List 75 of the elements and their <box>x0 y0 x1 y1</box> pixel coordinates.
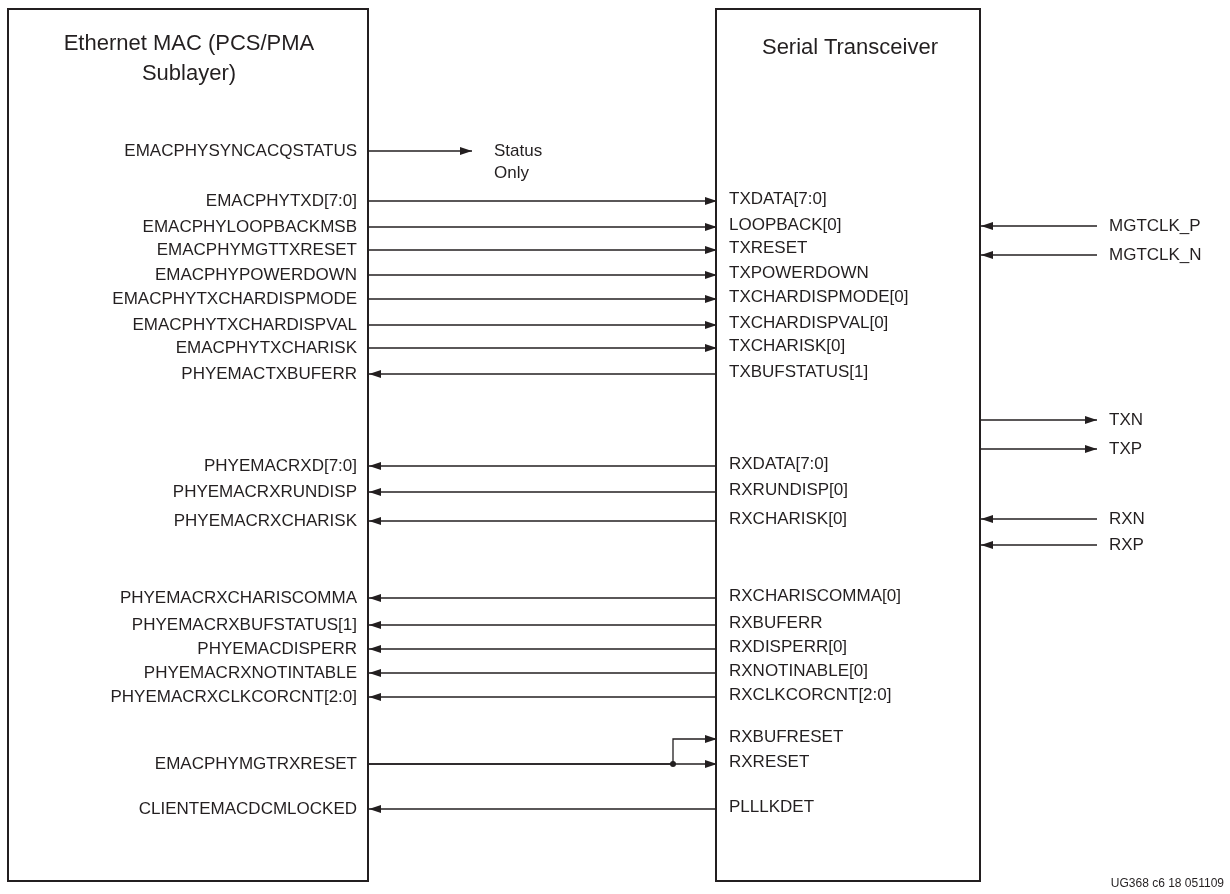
pin-name: TXP <box>1105 437 1220 461</box>
block-title: Serial Transceiver <box>760 33 940 61</box>
signal-name: PHYEMACRXRUNDISP <box>27 481 369 503</box>
signal-name: EMACPHYTXCHARDISPVAL <box>27 314 369 336</box>
signal-name: PHYEMACRXCHARISK <box>27 510 369 532</box>
signal-arrow <box>368 223 718 231</box>
signal-arrow <box>980 445 1098 453</box>
signal-arrow <box>368 344 718 352</box>
module-block <box>715 8 981 882</box>
signal-name: PHYEMACDISPERR <box>27 638 369 660</box>
signal-name: RXRESET <box>717 751 967 773</box>
signal-name: LOOPBACK[0] <box>717 214 967 236</box>
signal-arrow <box>980 251 1098 259</box>
signal-name: EMACPHYMGTTXRESET <box>27 239 369 261</box>
signal-arrow <box>368 621 718 629</box>
signal-arrow <box>368 805 718 813</box>
signal-name: EMACPHYLOOPBACKMSB <box>27 216 369 238</box>
signal-arrow <box>368 594 718 602</box>
signal-name: RXCLKCORCNT[2:0] <box>717 684 967 706</box>
signal-name: EMACPHYTXCHARISK <box>27 337 369 359</box>
signal-name: PHYEMACRXBUFSTATUS[1] <box>27 614 369 636</box>
pin-name: RXN <box>1105 507 1220 531</box>
signal-arrow <box>980 416 1098 424</box>
block-title: Ethernet MAC (PCS/PMA Sublayer) <box>62 29 316 87</box>
signal-name: TXCHARDISPVAL[0] <box>717 312 967 334</box>
signal-arrow <box>368 246 718 254</box>
pin-name: RXP <box>1105 533 1220 557</box>
signal-arrow <box>368 147 473 155</box>
signal-name: EMACPHYTXCHARDISPMODE <box>27 288 369 310</box>
signal-name: TXDATA[7:0] <box>717 188 967 210</box>
signal-arrow <box>980 515 1098 523</box>
signal-name: RXCHARISK[0] <box>717 508 967 530</box>
signal-name: TXCHARDISPMODE[0] <box>717 286 967 308</box>
signal-name: TXBUFSTATUS[1] <box>717 361 967 383</box>
signal-name: EMACPHYTXD[7:0] <box>27 190 369 212</box>
signal-arrow <box>368 488 718 496</box>
signal-arrow <box>368 462 718 470</box>
pin-name: MGTCLK_N <box>1105 243 1220 267</box>
signal-arrow <box>980 541 1098 549</box>
signal-name: EMACPHYSYNCACQSTATUS <box>27 140 369 162</box>
signal-name: PHYEMACRXCLKCORCNT[2:0] <box>27 686 369 708</box>
signal-arrow <box>368 197 718 205</box>
signal-name: EMACPHYMGTRXRESET <box>27 753 369 775</box>
signal-arrow <box>368 645 718 653</box>
pin-name: TXN <box>1105 408 1220 432</box>
signal-name: PHYEMACRXD[7:0] <box>27 455 369 477</box>
signal-name: TXRESET <box>717 237 967 259</box>
signal-name: RXRUNDISP[0] <box>717 479 967 501</box>
signal-name: RXDISPERR[0] <box>717 636 967 658</box>
signal-arrow <box>368 669 718 677</box>
signal-arrow <box>368 760 718 768</box>
signal-name: RXBUFERR <box>717 612 967 634</box>
note-text: Status Only <box>490 140 570 184</box>
signal-name: PHYEMACRXCHARISCOMMA <box>27 587 369 609</box>
signal-name: TXPOWERDOWN <box>717 262 967 284</box>
figure-id: UG368 c6 18 051109 <box>1110 876 1224 890</box>
signal-name: RXNOTINABLE[0] <box>717 660 967 682</box>
signal-arrow <box>368 370 718 378</box>
signal-name: PLLLKDET <box>717 796 967 818</box>
signal-name: TXCHARISK[0] <box>717 335 967 357</box>
signal-arrow <box>368 517 718 525</box>
signal-name: EMACPHYPOWERDOWN <box>27 264 369 286</box>
signal-arrow <box>980 222 1098 230</box>
module-block <box>7 8 369 882</box>
signal-name: PHYEMACRXNOTINTABLE <box>27 662 369 684</box>
signal-name: RXDATA[7:0] <box>717 453 967 475</box>
signal-arrow <box>368 321 718 329</box>
signal-arrow <box>368 271 718 279</box>
signal-name: CLIENTEMACDCMLOCKED <box>27 798 369 820</box>
signal-name: PHYEMACTXBUFERR <box>27 363 369 385</box>
signal-arrow <box>368 295 718 303</box>
signal-name: RXBUFRESET <box>717 726 967 748</box>
signal-name: RXCHARISCOMMA[0] <box>717 585 967 607</box>
pin-name: MGTCLK_P <box>1105 214 1220 238</box>
signal-arrow <box>368 693 718 701</box>
